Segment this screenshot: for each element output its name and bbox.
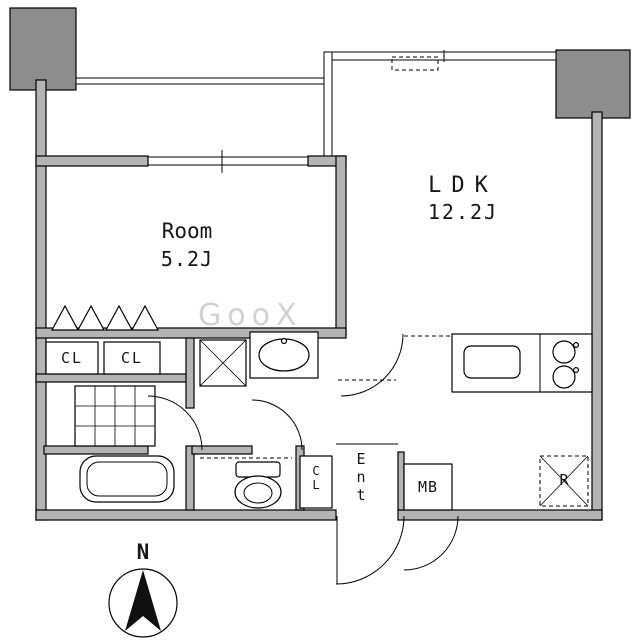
wall-toilet-top — [191, 445, 253, 455]
watermark: GooX — [198, 298, 303, 333]
washbasin-faucet — [280, 337, 288, 345]
wall-right — [591, 111, 603, 521]
bathroom — [79, 455, 175, 503]
toilet-bowl — [234, 475, 282, 509]
side-window — [323, 51, 333, 159]
room-name-label: Room — [161, 219, 213, 243]
bathtub-outer — [79, 455, 175, 503]
wall-room-top-left — [35, 155, 149, 167]
column-top-left — [9, 7, 77, 91]
door-arc-ldk — [340, 333, 404, 397]
column-top-right — [555, 49, 631, 119]
washroom — [74, 385, 156, 447]
closet-2-bifold-door — [104, 304, 160, 331]
room-size-label: 5.2J — [160, 247, 214, 271]
bedroom-closets — [45, 304, 161, 375]
stove-knob-1 — [572, 342, 579, 349]
toilet-bowl-inner — [243, 482, 273, 504]
closet-1-bifold-door — [50, 304, 106, 331]
refrigerator-cross — [539, 455, 589, 507]
grid-lines — [75, 386, 155, 446]
toilet-tank — [235, 461, 281, 478]
wall-below-closets — [35, 373, 193, 383]
north-label: N — [136, 540, 150, 564]
compass-needle — [125, 570, 161, 631]
room-window — [147, 156, 309, 166]
ldk-top-window — [329, 51, 557, 61]
closet-2-box — [103, 341, 161, 375]
door-arc-toilet — [251, 399, 303, 451]
refrigerator-label: R — [559, 471, 569, 489]
closet-1-box — [45, 341, 99, 375]
wall-hall-left-lower — [185, 445, 195, 511]
balcony-edge — [75, 77, 325, 85]
hall-closet-box — [299, 455, 333, 509]
wall-center-vertical — [335, 155, 347, 337]
door-arc-entry — [335, 515, 405, 585]
hall-closet-label: CL — [309, 464, 323, 492]
entrance-area — [299, 379, 453, 511]
door-arc-bathroom — [147, 395, 203, 451]
washing-machine-cross — [199, 339, 247, 387]
meter-box-label: MB — [417, 478, 439, 496]
refrigerator-box — [539, 455, 589, 507]
wall-hall-left-upper — [185, 337, 195, 409]
kitchen — [404, 333, 593, 393]
washing-machine-space — [199, 339, 247, 387]
compass — [108, 568, 178, 638]
ldk-size-label: 12.2J — [427, 200, 499, 224]
closet1-label: CL — [60, 349, 84, 367]
ldk-name-label: LDK — [428, 173, 498, 198]
structural-columns — [9, 7, 631, 119]
entrance-label: Ent — [352, 450, 370, 504]
walls — [35, 79, 603, 521]
meter-box — [403, 463, 453, 511]
wall-bottom-left — [35, 509, 337, 521]
stove-burner-2 — [552, 365, 576, 389]
refrigerator-space — [539, 455, 589, 507]
stove-knob-2 — [572, 367, 579, 374]
doors — [147, 333, 459, 585]
stove-burner-1 — [552, 340, 576, 364]
vanity — [249, 331, 319, 379]
windows — [75, 50, 557, 173]
closet2-label: CL — [120, 349, 144, 367]
door-arc-meter-box — [403, 515, 459, 571]
kitchen-sink — [463, 345, 521, 379]
bathtub-inner — [86, 461, 168, 497]
wall-bottom-right — [397, 509, 603, 521]
wall-bathroom-top — [43, 445, 149, 455]
ac-unit-outline — [391, 56, 439, 71]
toilet-room — [200, 457, 292, 509]
